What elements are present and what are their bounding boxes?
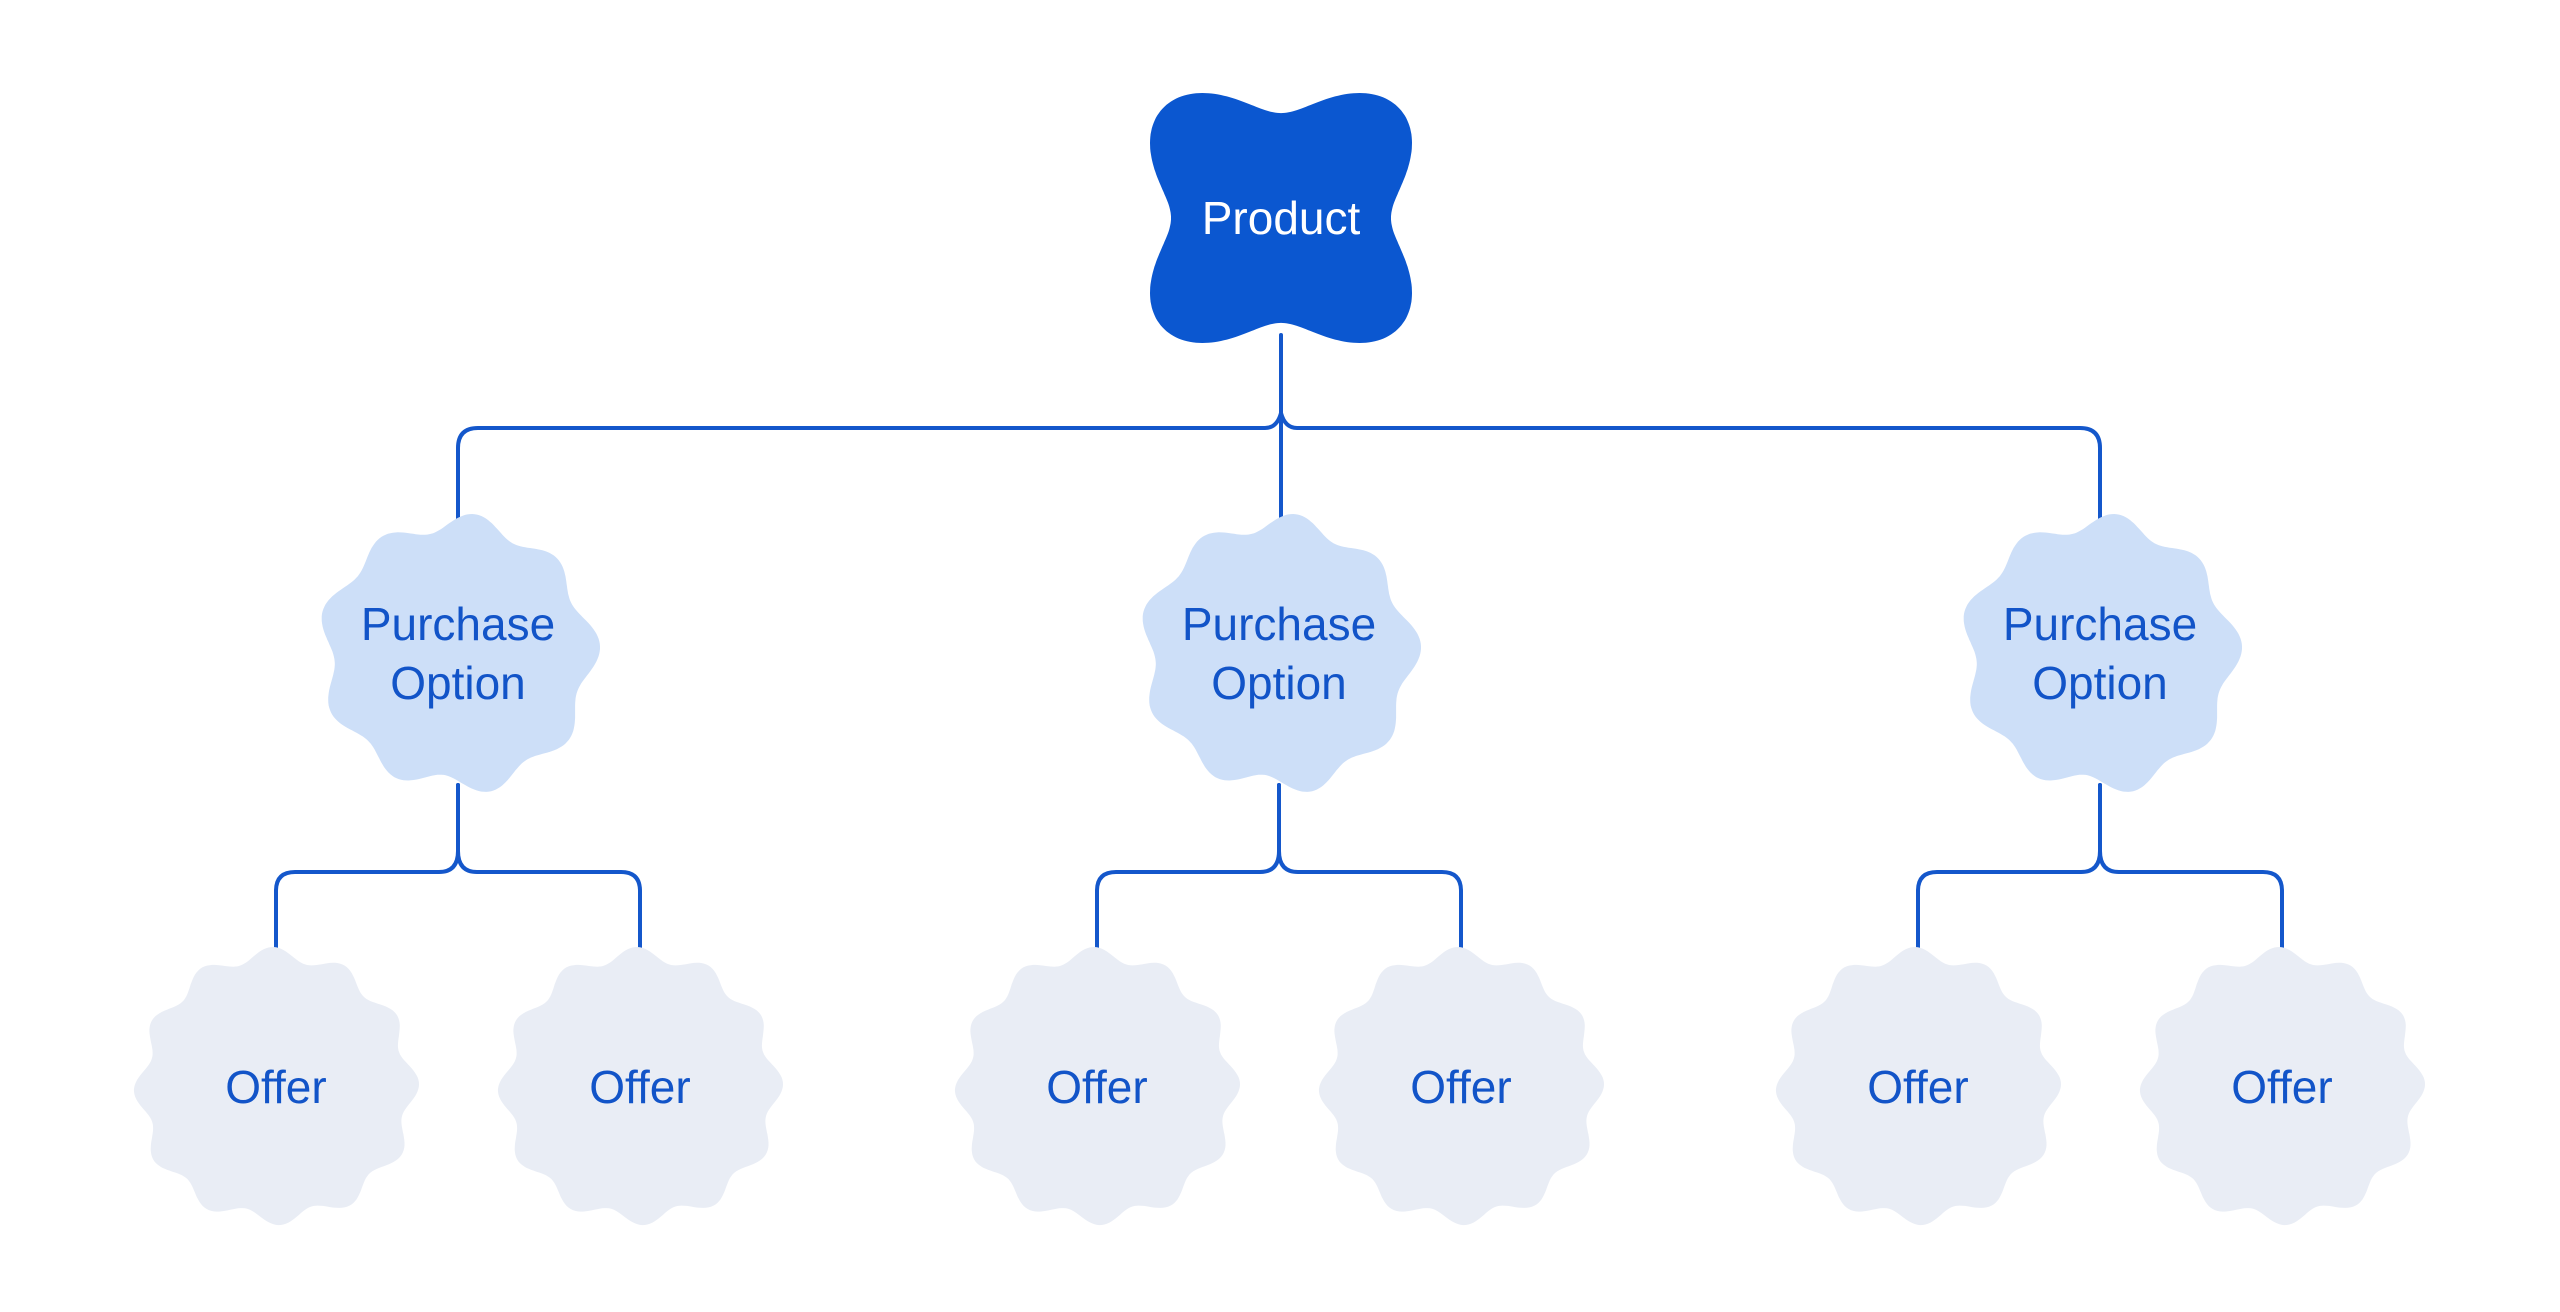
node-offer-3-1-label: Offer bbox=[1867, 1060, 1969, 1113]
node-product-label: Product bbox=[1201, 191, 1361, 244]
node-offer-2-2: Offer bbox=[1318, 947, 1604, 1227]
node-offer-1-1: Offer bbox=[133, 947, 419, 1227]
node-offer-1-2-label: Offer bbox=[589, 1060, 691, 1113]
node-purchase-option-1-label: Purchase Option bbox=[360, 598, 556, 709]
offer-blob-shape bbox=[2139, 947, 2425, 1226]
node-offer-1-2: Offer bbox=[497, 947, 783, 1227]
node-offer-3-2: Offer bbox=[2139, 947, 2425, 1227]
node-offer-2-1: Offer bbox=[954, 947, 1240, 1227]
node-offer-2-2-label: Offer bbox=[1410, 1060, 1512, 1113]
node-offer-1-1-label: Offer bbox=[225, 1060, 327, 1113]
connector-option-3-to-offer-1 bbox=[1916, 783, 2102, 952]
offer-blob-shape bbox=[133, 947, 419, 1226]
connector-option-2-to-offer-1 bbox=[1095, 783, 1281, 952]
connector-option-3-to-offer-2 bbox=[2098, 783, 2284, 952]
node-product: Product bbox=[1150, 93, 1412, 343]
node-purchase-option-3: Purchase Option bbox=[1958, 514, 2242, 794]
connector-option-1-to-offer-1 bbox=[274, 783, 460, 952]
offer-blob-shape bbox=[954, 947, 1240, 1226]
node-purchase-option-1: Purchase Option bbox=[316, 514, 600, 794]
node-purchase-option-2-label: Purchase Option bbox=[1181, 598, 1377, 709]
connector-product-to-option-1 bbox=[456, 411, 1283, 522]
node-purchase-option-3-label: Purchase Option bbox=[2002, 598, 2198, 709]
offer-blob-shape bbox=[497, 947, 783, 1226]
node-offer-3-2-label: Offer bbox=[2231, 1060, 2333, 1113]
connector-product-to-option-3 bbox=[1279, 411, 2102, 522]
product-blob-shape bbox=[1150, 93, 1412, 343]
purchase-blob-shape bbox=[1142, 514, 1421, 792]
connector-option-2-to-offer-2 bbox=[1277, 783, 1463, 952]
purchase-blob-shape bbox=[321, 514, 600, 792]
offer-blob-shape bbox=[1318, 947, 1604, 1226]
purchase-blob-shape bbox=[1963, 514, 2242, 792]
connector-option-1-to-offer-2 bbox=[456, 783, 642, 952]
node-offer-2-1-label: Offer bbox=[1046, 1060, 1148, 1113]
node-purchase-option-2: Purchase Option bbox=[1137, 514, 1421, 794]
node-offer-3-1: Offer bbox=[1775, 947, 2061, 1227]
offer-blob-shape bbox=[1775, 947, 2061, 1226]
